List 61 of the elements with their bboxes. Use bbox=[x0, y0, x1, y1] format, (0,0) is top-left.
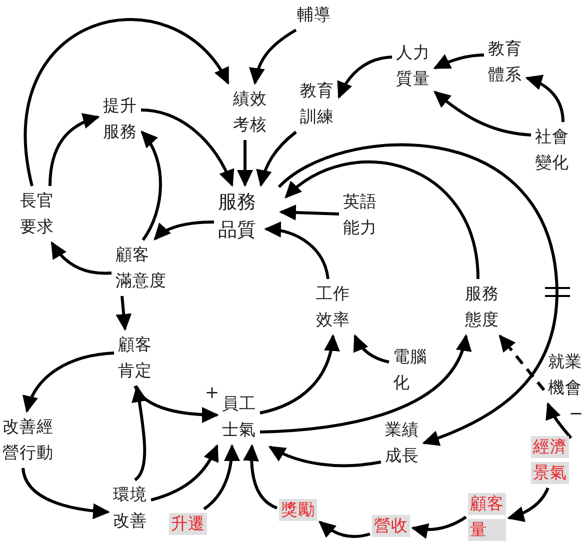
arrow bbox=[260, 334, 470, 434]
node-label: 教育訓練 bbox=[298, 78, 336, 130]
arrow bbox=[433, 90, 532, 136]
highlighted-label: 營收 bbox=[372, 513, 410, 539]
polarity-sign: − bbox=[568, 404, 584, 424]
arrow bbox=[154, 220, 214, 240]
node-label: 業績成長 bbox=[383, 417, 421, 469]
arrow bbox=[284, 160, 480, 280]
arrow bbox=[338, 56, 392, 99]
arrow bbox=[24, 18, 230, 186]
arrow bbox=[411, 516, 467, 538]
arrow bbox=[250, 28, 297, 85]
node-label: 顧客滿意度 bbox=[114, 242, 168, 294]
node-label: 提升服務 bbox=[101, 93, 139, 145]
node-label: 服務態度 bbox=[463, 281, 501, 333]
arrow bbox=[116, 296, 132, 331]
node-label: 員工士氣 bbox=[220, 391, 258, 443]
node-label: 長官要求 bbox=[18, 188, 56, 240]
arrow bbox=[24, 352, 114, 413]
arrow bbox=[264, 222, 330, 280]
node-label: 輔導 bbox=[295, 2, 333, 28]
arrow bbox=[237, 140, 253, 187]
node-label: 人力質量 bbox=[394, 40, 432, 92]
arrow bbox=[546, 402, 572, 439]
highlighted-label: 經濟景氣 bbox=[531, 434, 569, 486]
node-label: 英語能力 bbox=[341, 189, 379, 241]
arrow bbox=[256, 130, 297, 187]
arrow bbox=[507, 487, 550, 522]
arrow bbox=[260, 334, 340, 414]
node-label: 績效考核 bbox=[231, 86, 269, 138]
arrow bbox=[134, 385, 219, 423]
arrow bbox=[150, 444, 218, 502]
node-label: 就業機會 bbox=[546, 349, 584, 401]
arrow bbox=[140, 108, 234, 187]
node-label: 工作效率 bbox=[314, 281, 352, 333]
highlighted-label: 獎勵 bbox=[279, 497, 317, 523]
arrow bbox=[132, 385, 148, 482]
highlighted-label: 顧客量 bbox=[468, 491, 506, 543]
node-label: 顧客肯定 bbox=[116, 332, 154, 384]
dashed-arrow bbox=[498, 334, 546, 391]
arrow bbox=[278, 143, 558, 446]
highlighted-label: 升遷 bbox=[169, 511, 207, 537]
arrow bbox=[433, 54, 484, 70]
arrow bbox=[354, 334, 390, 364]
arrow bbox=[268, 446, 382, 468]
node-label: 教育體系 bbox=[486, 36, 524, 88]
node-label: 改善經營行動 bbox=[0, 414, 56, 466]
arrow bbox=[525, 75, 564, 122]
node-label: 服務品質 bbox=[216, 188, 258, 244]
node-label: 電腦化 bbox=[391, 344, 429, 396]
arrow bbox=[318, 520, 370, 538]
arrow bbox=[279, 204, 340, 220]
node-label: 環境改善 bbox=[111, 482, 149, 534]
polarity-sign: + bbox=[204, 383, 220, 403]
arrow bbox=[243, 444, 278, 510]
node-label: 社會變化 bbox=[533, 124, 571, 176]
arrow bbox=[140, 130, 162, 241]
arrow bbox=[203, 444, 240, 510]
arrow bbox=[48, 114, 100, 186]
arrow bbox=[50, 241, 112, 275]
arrow bbox=[22, 468, 110, 519]
